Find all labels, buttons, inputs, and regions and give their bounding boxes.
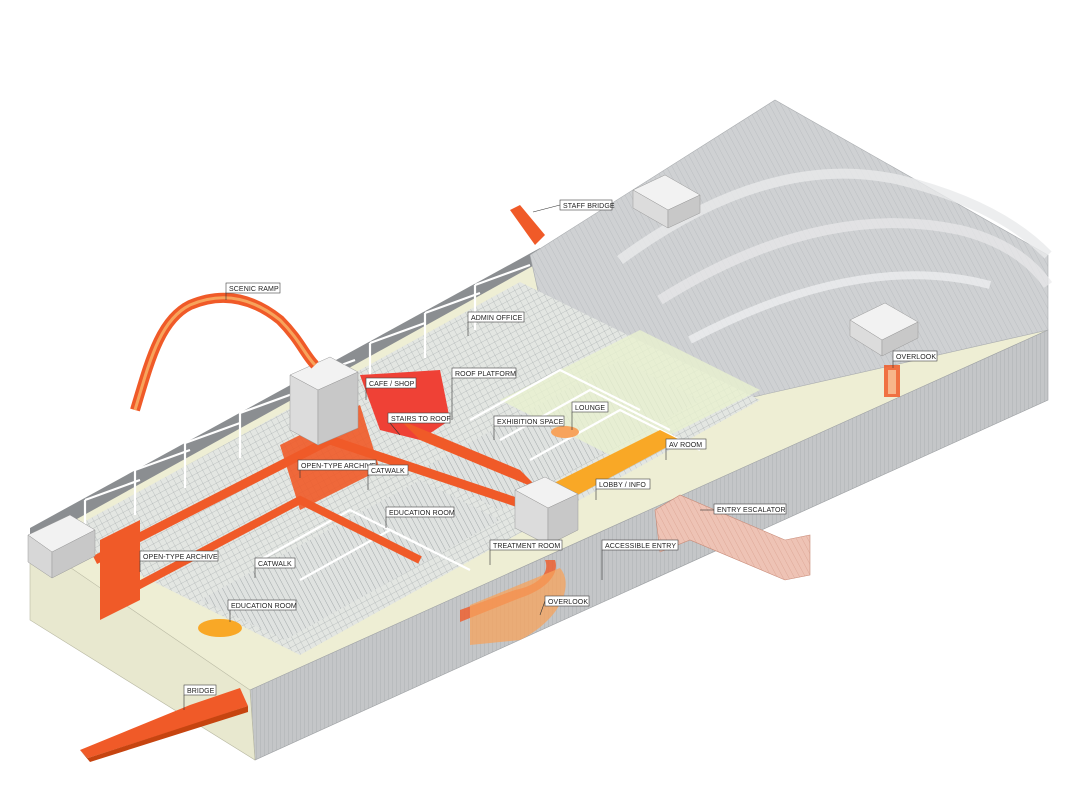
- svg-text:LOBBY / INFO: LOBBY / INFO: [599, 482, 646, 489]
- label-catwalk-lower: CATWALK: [254, 557, 296, 578]
- svg-text:LOUNGE: LOUNGE: [575, 405, 605, 412]
- svg-text:EXHIBITION SPACE: EXHIBITION SPACE: [497, 419, 564, 426]
- svg-text:EDUCATION ROOM: EDUCATION ROOM: [231, 603, 297, 610]
- label-open-archive-lower: OPEN-TYPE ARCHIVE: [139, 550, 219, 572]
- svg-text:AV ROOM: AV ROOM: [669, 442, 702, 449]
- label-overlook-lower: OVERLOOK: [539, 595, 590, 616]
- overlook-curved-lower-glass: [470, 568, 566, 645]
- svg-text:BRIDGE: BRIDGE: [187, 688, 215, 695]
- svg-text:ADMIN OFFICE: ADMIN OFFICE: [471, 315, 523, 322]
- roof-vault-1: [617, 168, 1052, 265]
- label-scenic-ramp: SCENIC RAMP: [225, 282, 281, 300]
- svg-text:CATWALK: CATWALK: [258, 561, 292, 568]
- svg-text:CAFE / SHOP: CAFE / SHOP: [369, 381, 415, 388]
- svg-text:OPEN-TYPE ARCHIVE: OPEN-TYPE ARCHIVE: [301, 463, 376, 470]
- overlook-upper-glass: [888, 370, 896, 394]
- svg-text:OVERLOOK: OVERLOOK: [896, 354, 936, 361]
- lounge-floor: [551, 426, 579, 438]
- bridge-ramp: [80, 688, 248, 758]
- svg-text:CATWALK: CATWALK: [371, 468, 405, 475]
- label-lobby-info: LOBBY / INFO: [595, 478, 651, 500]
- svg-text:ENTRY ESCALATOR: ENTRY ESCALATOR: [717, 507, 786, 514]
- roof-volume: [529, 99, 1053, 401]
- svg-text:ACCESSIBLE ENTRY: ACCESSIBLE ENTRY: [605, 543, 676, 550]
- label-exhibition-space: EXHIBITION SPACE: [493, 415, 565, 440]
- roof-vault-3: [688, 271, 992, 344]
- archive-block-lower: [100, 520, 140, 620]
- label-education-room-upper: EDUCATION ROOM: [385, 506, 455, 528]
- label-bridge: BRIDGE: [183, 684, 217, 710]
- label-accessible-entry: ACCESSIBLE ENTRY: [601, 539, 679, 580]
- education-room-lower-floor: [198, 619, 242, 637]
- svg-text:OVERLOOK: OVERLOOK: [548, 599, 588, 606]
- bridge-ramp-side: [80, 706, 248, 762]
- label-lounge: LOUNGE: [571, 401, 609, 430]
- label-stairs-to-roof: STAIRS TO ROOF: [387, 412, 451, 436]
- external-elements: [80, 205, 900, 762]
- roof-platform: [400, 420, 540, 490]
- svg-text:STAFF BRIDGE: STAFF BRIDGE: [563, 203, 615, 210]
- svg-text:STAIRS TO ROOF: STAIRS TO ROOF: [391, 416, 451, 423]
- label-cafe-shop: CAFE / SHOP: [365, 377, 417, 400]
- scenic-ramp-edge: [133, 296, 317, 411]
- svg-text:TREATMENT ROOM: TREATMENT ROOM: [493, 543, 560, 550]
- staff-bridge: [510, 205, 545, 245]
- svg-text:OPEN-TYPE ARCHIVE: OPEN-TYPE ARCHIVE: [143, 554, 218, 561]
- archive-block-upper: [280, 405, 380, 510]
- label-roof-platform: ROOF PLATFORM: [451, 367, 517, 420]
- svg-text:ROOF PLATFORM: ROOF PLATFORM: [455, 371, 516, 378]
- svg-text:SCENIC RAMP: SCENIC RAMP: [229, 286, 279, 293]
- label-av-room: AV ROOM: [665, 438, 707, 460]
- service-boxes: [27, 174, 919, 579]
- labels: STAFF BRIDGE SCENIC RAMP ADMIN OFFICE CA…: [139, 199, 938, 710]
- roof-vault-2: [657, 218, 1053, 305]
- label-catwalk-upper: CATWALK: [367, 464, 409, 490]
- label-entry-escalator: ENTRY ESCALATOR: [700, 503, 787, 515]
- label-treatment-room: TREATMENT ROOM: [489, 539, 563, 565]
- label-overlook-upper: OVERLOOK: [892, 350, 938, 368]
- label-admin-office: ADMIN OFFICE: [467, 311, 525, 336]
- svg-text:EDUCATION ROOM: EDUCATION ROOM: [389, 510, 455, 517]
- label-staff-bridge: STAFF BRIDGE: [532, 199, 615, 213]
- label-education-room-lower: EDUCATION ROOM: [227, 599, 297, 622]
